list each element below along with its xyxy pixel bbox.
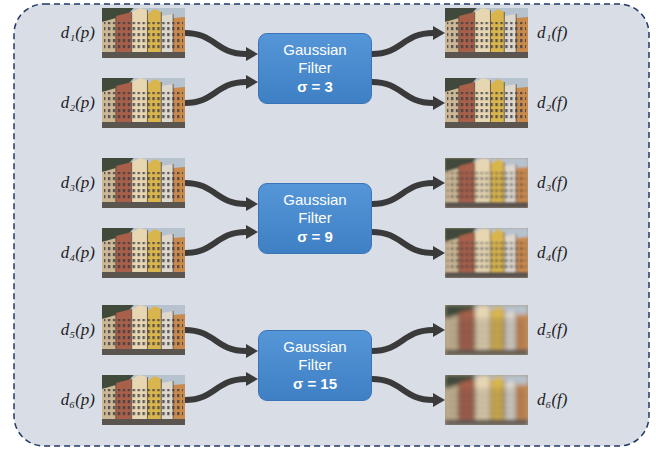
- image-label: d₆(f): [537, 390, 567, 410]
- photo: [102, 305, 185, 355]
- arrow: [372, 183, 433, 204]
- image-node: d₆(f): [445, 375, 528, 425]
- arrow: [185, 82, 246, 103]
- blurred-photo: [445, 305, 528, 355]
- image-node: d₁(f): [445, 8, 528, 58]
- arrow: [372, 330, 433, 351]
- sigma-value: σ = 3: [267, 77, 363, 96]
- filter-name: Gaussian Filter: [267, 41, 363, 77]
- blurred-photo: [445, 8, 528, 58]
- photo: [102, 158, 185, 208]
- arrow: [185, 330, 246, 351]
- arrow: [185, 183, 246, 204]
- image-label: d₁(p): [61, 23, 95, 43]
- image-node: d₄(f): [445, 228, 528, 278]
- image-node: d₂(f): [445, 78, 528, 128]
- sigma-value: σ = 9: [267, 227, 363, 246]
- image-node: d₅(p): [102, 305, 185, 355]
- arrow: [185, 33, 246, 54]
- filter-text: Gaussian Filterσ = 15: [259, 338, 371, 393]
- input-photos: [102, 8, 185, 425]
- image-label: d₃(f): [537, 173, 567, 193]
- blurred-photo: [445, 228, 528, 278]
- image-node: d₂(p): [102, 78, 185, 128]
- photo: [102, 228, 185, 278]
- filter-text: Gaussian Filterσ = 9: [259, 191, 371, 246]
- image-node: d₆(p): [102, 375, 185, 425]
- filter-box: Gaussian Filterσ = 9: [258, 183, 372, 254]
- image-label: d₅(p): [61, 320, 95, 340]
- image-node: d₁(p): [102, 8, 185, 58]
- blurred-photo: [445, 375, 528, 425]
- arrow: [185, 232, 246, 253]
- arrow: [372, 232, 433, 253]
- arrow: [372, 82, 433, 103]
- image-label: d₄(p): [61, 243, 95, 263]
- filter-text: Gaussian Filterσ = 3: [259, 41, 371, 96]
- image-label: d₆(p): [61, 390, 95, 410]
- filter-box: Gaussian Filterσ = 15: [258, 330, 372, 401]
- image-node: d₄(p): [102, 228, 185, 278]
- filter-name: Gaussian Filter: [267, 191, 363, 227]
- image-node: d₅(f): [445, 305, 528, 355]
- blurred-photo: [445, 78, 528, 128]
- image-label: d₄(f): [537, 243, 567, 263]
- panel: [14, 4, 649, 446]
- image-label: d₅(f): [537, 320, 567, 340]
- filter-box: Gaussian Filterσ = 3: [258, 33, 372, 104]
- image-node: d₃(p): [102, 158, 185, 208]
- photo: [102, 78, 185, 128]
- image-label: d₂(f): [537, 93, 567, 113]
- image-node: d₃(f): [445, 158, 528, 208]
- arrow: [185, 379, 246, 400]
- filter-name: Gaussian Filter: [267, 338, 363, 374]
- image-label: d₃(p): [61, 173, 95, 193]
- photo: [102, 8, 185, 58]
- image-label: d₂(p): [61, 93, 95, 113]
- image-label: d₁(f): [537, 23, 567, 43]
- arrow: [372, 379, 433, 400]
- sigma-value: σ = 15: [267, 374, 363, 393]
- photo: [102, 375, 185, 425]
- output-photos: [445, 8, 528, 425]
- arrow: [372, 33, 433, 54]
- blurred-photo: [445, 158, 528, 208]
